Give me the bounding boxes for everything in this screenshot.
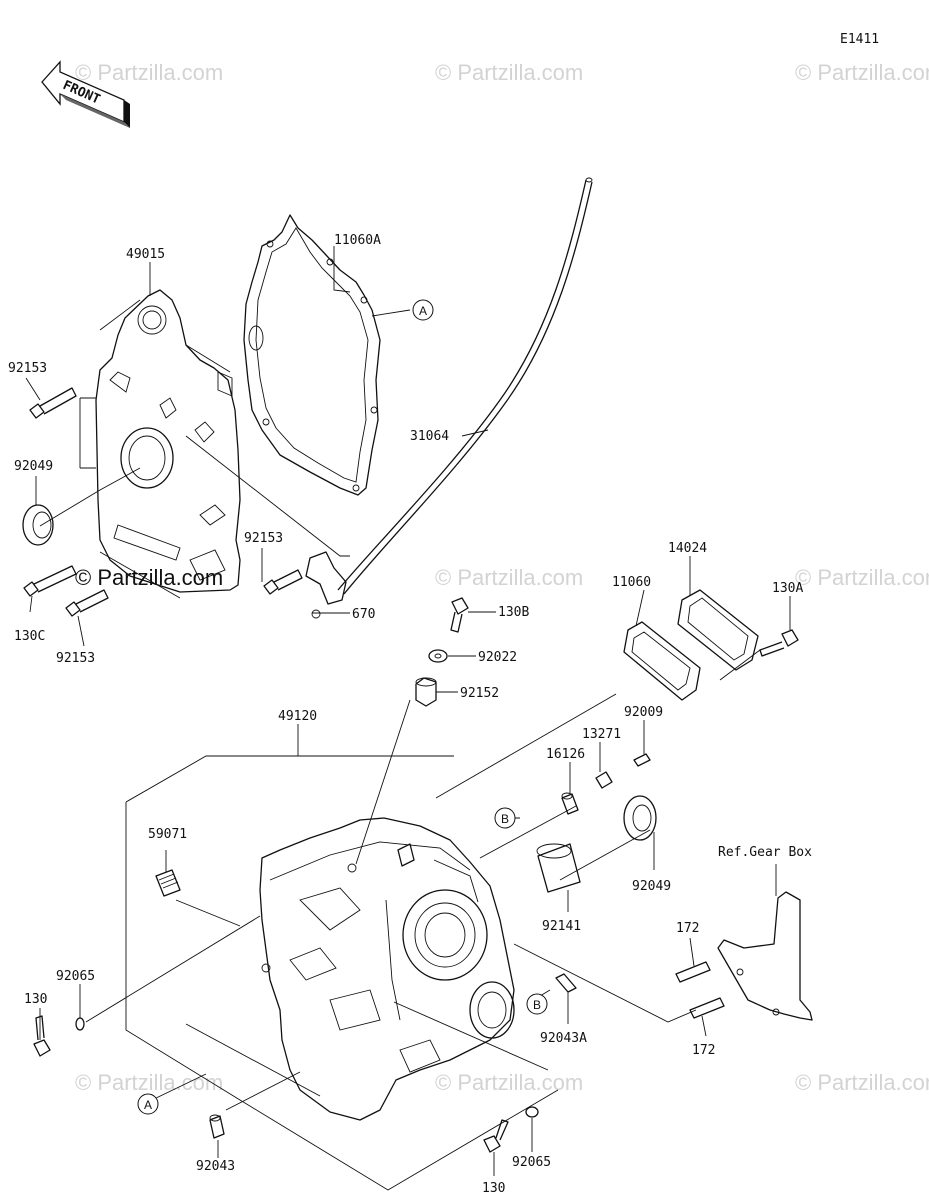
gear-box-bracket [717, 891, 813, 1021]
label-92153-top: 92153 [8, 361, 47, 376]
ref-marker-a-bot: A [137, 1093, 159, 1115]
oil-seal-92049-right [623, 795, 657, 841]
label-130A: 130A [772, 581, 803, 596]
label-92152: 92152 [460, 686, 499, 701]
screw-92009 [633, 753, 651, 767]
label-130-left: 130 [24, 992, 47, 1007]
pin-16126 [561, 792, 579, 815]
crankcase-49120 [259, 817, 515, 1121]
gasket-11060 [623, 621, 701, 701]
label-92153-bot: 92153 [56, 651, 95, 666]
ref-marker-b-bot: B [526, 993, 548, 1015]
washer-92065-bot [525, 1106, 539, 1118]
ref-marker-a-top-label: A [419, 304, 427, 318]
diagram-id: E1411 [840, 32, 879, 47]
gasket-11060A [243, 214, 381, 496]
label-92022: 92022 [478, 650, 517, 665]
washer-92065-left [75, 1017, 85, 1031]
label-172-top: 172 [676, 921, 699, 936]
nut-13271 [595, 771, 613, 789]
watermark-3: © Partzilla.com [795, 60, 929, 85]
ref-marker-b-bot-label: B [533, 998, 541, 1012]
breather-59071 [155, 869, 181, 897]
watermark-5: © Partzilla.com [795, 565, 929, 590]
label-49015: 49015 [126, 247, 165, 262]
pin-92043A [555, 973, 577, 993]
ref-marker-a-top: A [412, 299, 434, 321]
part-labels: 49015 11060A 31064 92153 92049 92153 130… [8, 233, 812, 1196]
label-11060A: 11060A [334, 233, 381, 248]
label-172-bot: 172 [692, 1043, 715, 1058]
bolt-130-left [33, 1015, 51, 1057]
stud-172-top [675, 961, 711, 983]
label-130-bot: 130 [482, 1181, 505, 1196]
watermarks: © Partzilla.com © Partzilla.com © Partzi… [75, 60, 929, 1095]
label-92009: 92009 [624, 705, 663, 720]
cap-92152 [415, 677, 437, 707]
bolt-130A [759, 629, 799, 657]
label-130B: 130B [498, 605, 529, 620]
watermark-7: © Partzilla.com [435, 1070, 583, 1095]
leader-lines [25, 246, 791, 1191]
watermark-center: © Partzilla.com [75, 565, 223, 590]
bolt-92153-mid [263, 569, 303, 595]
label-92065-left: 92065 [56, 969, 95, 984]
label-16126: 16126 [546, 747, 585, 762]
label-670: 670 [352, 607, 375, 622]
bushing-92141 [536, 843, 581, 893]
label-92065-bot: 92065 [512, 1155, 551, 1170]
label-92141: 92141 [542, 919, 581, 934]
ref-marker-b-top: B [494, 807, 516, 829]
bolt-92153-top [29, 387, 77, 419]
bolt-130C [23, 565, 77, 597]
label-59071: 59071 [148, 827, 187, 842]
plate-14024 [677, 589, 759, 671]
label-92043: 92043 [196, 1159, 235, 1174]
bolt-92153-bot [65, 589, 109, 617]
watermark-1: © Partzilla.com [75, 60, 223, 85]
ref-marker-b-top-label: B [501, 812, 509, 826]
label-130C: 130C [14, 629, 45, 644]
label-ref-gear-box: Ref.Gear Box [718, 845, 812, 860]
label-14024: 14024 [668, 541, 707, 556]
watermark-8: © Partzilla.com [795, 1070, 929, 1095]
label-92049-left: 92049 [14, 459, 53, 474]
oil-seal-92049-left [22, 504, 54, 546]
label-31064: 31064 [410, 429, 449, 444]
label-92043A: 92043A [540, 1031, 587, 1046]
washer-92022 [428, 649, 448, 663]
label-49120: 49120 [278, 709, 317, 724]
stud-172-bot [689, 997, 725, 1019]
watermark-6: © Partzilla.com [75, 1070, 223, 1095]
label-11060: 11060 [612, 575, 651, 590]
label-92049-right: 92049 [632, 879, 671, 894]
dowel-92043 [209, 1114, 225, 1139]
label-92153-mid: 92153 [244, 531, 283, 546]
gear-case-cover-49015 [79, 289, 241, 593]
dipstick-tube-31064 [305, 177, 593, 619]
watermark-4: © Partzilla.com [435, 565, 583, 590]
bolt-130B [450, 597, 469, 633]
watermark-2: © Partzilla.com [435, 60, 583, 85]
bolt-130-bot [483, 1119, 509, 1153]
ref-marker-a-bot-label: A [144, 1098, 152, 1112]
label-13271: 13271 [582, 727, 621, 742]
